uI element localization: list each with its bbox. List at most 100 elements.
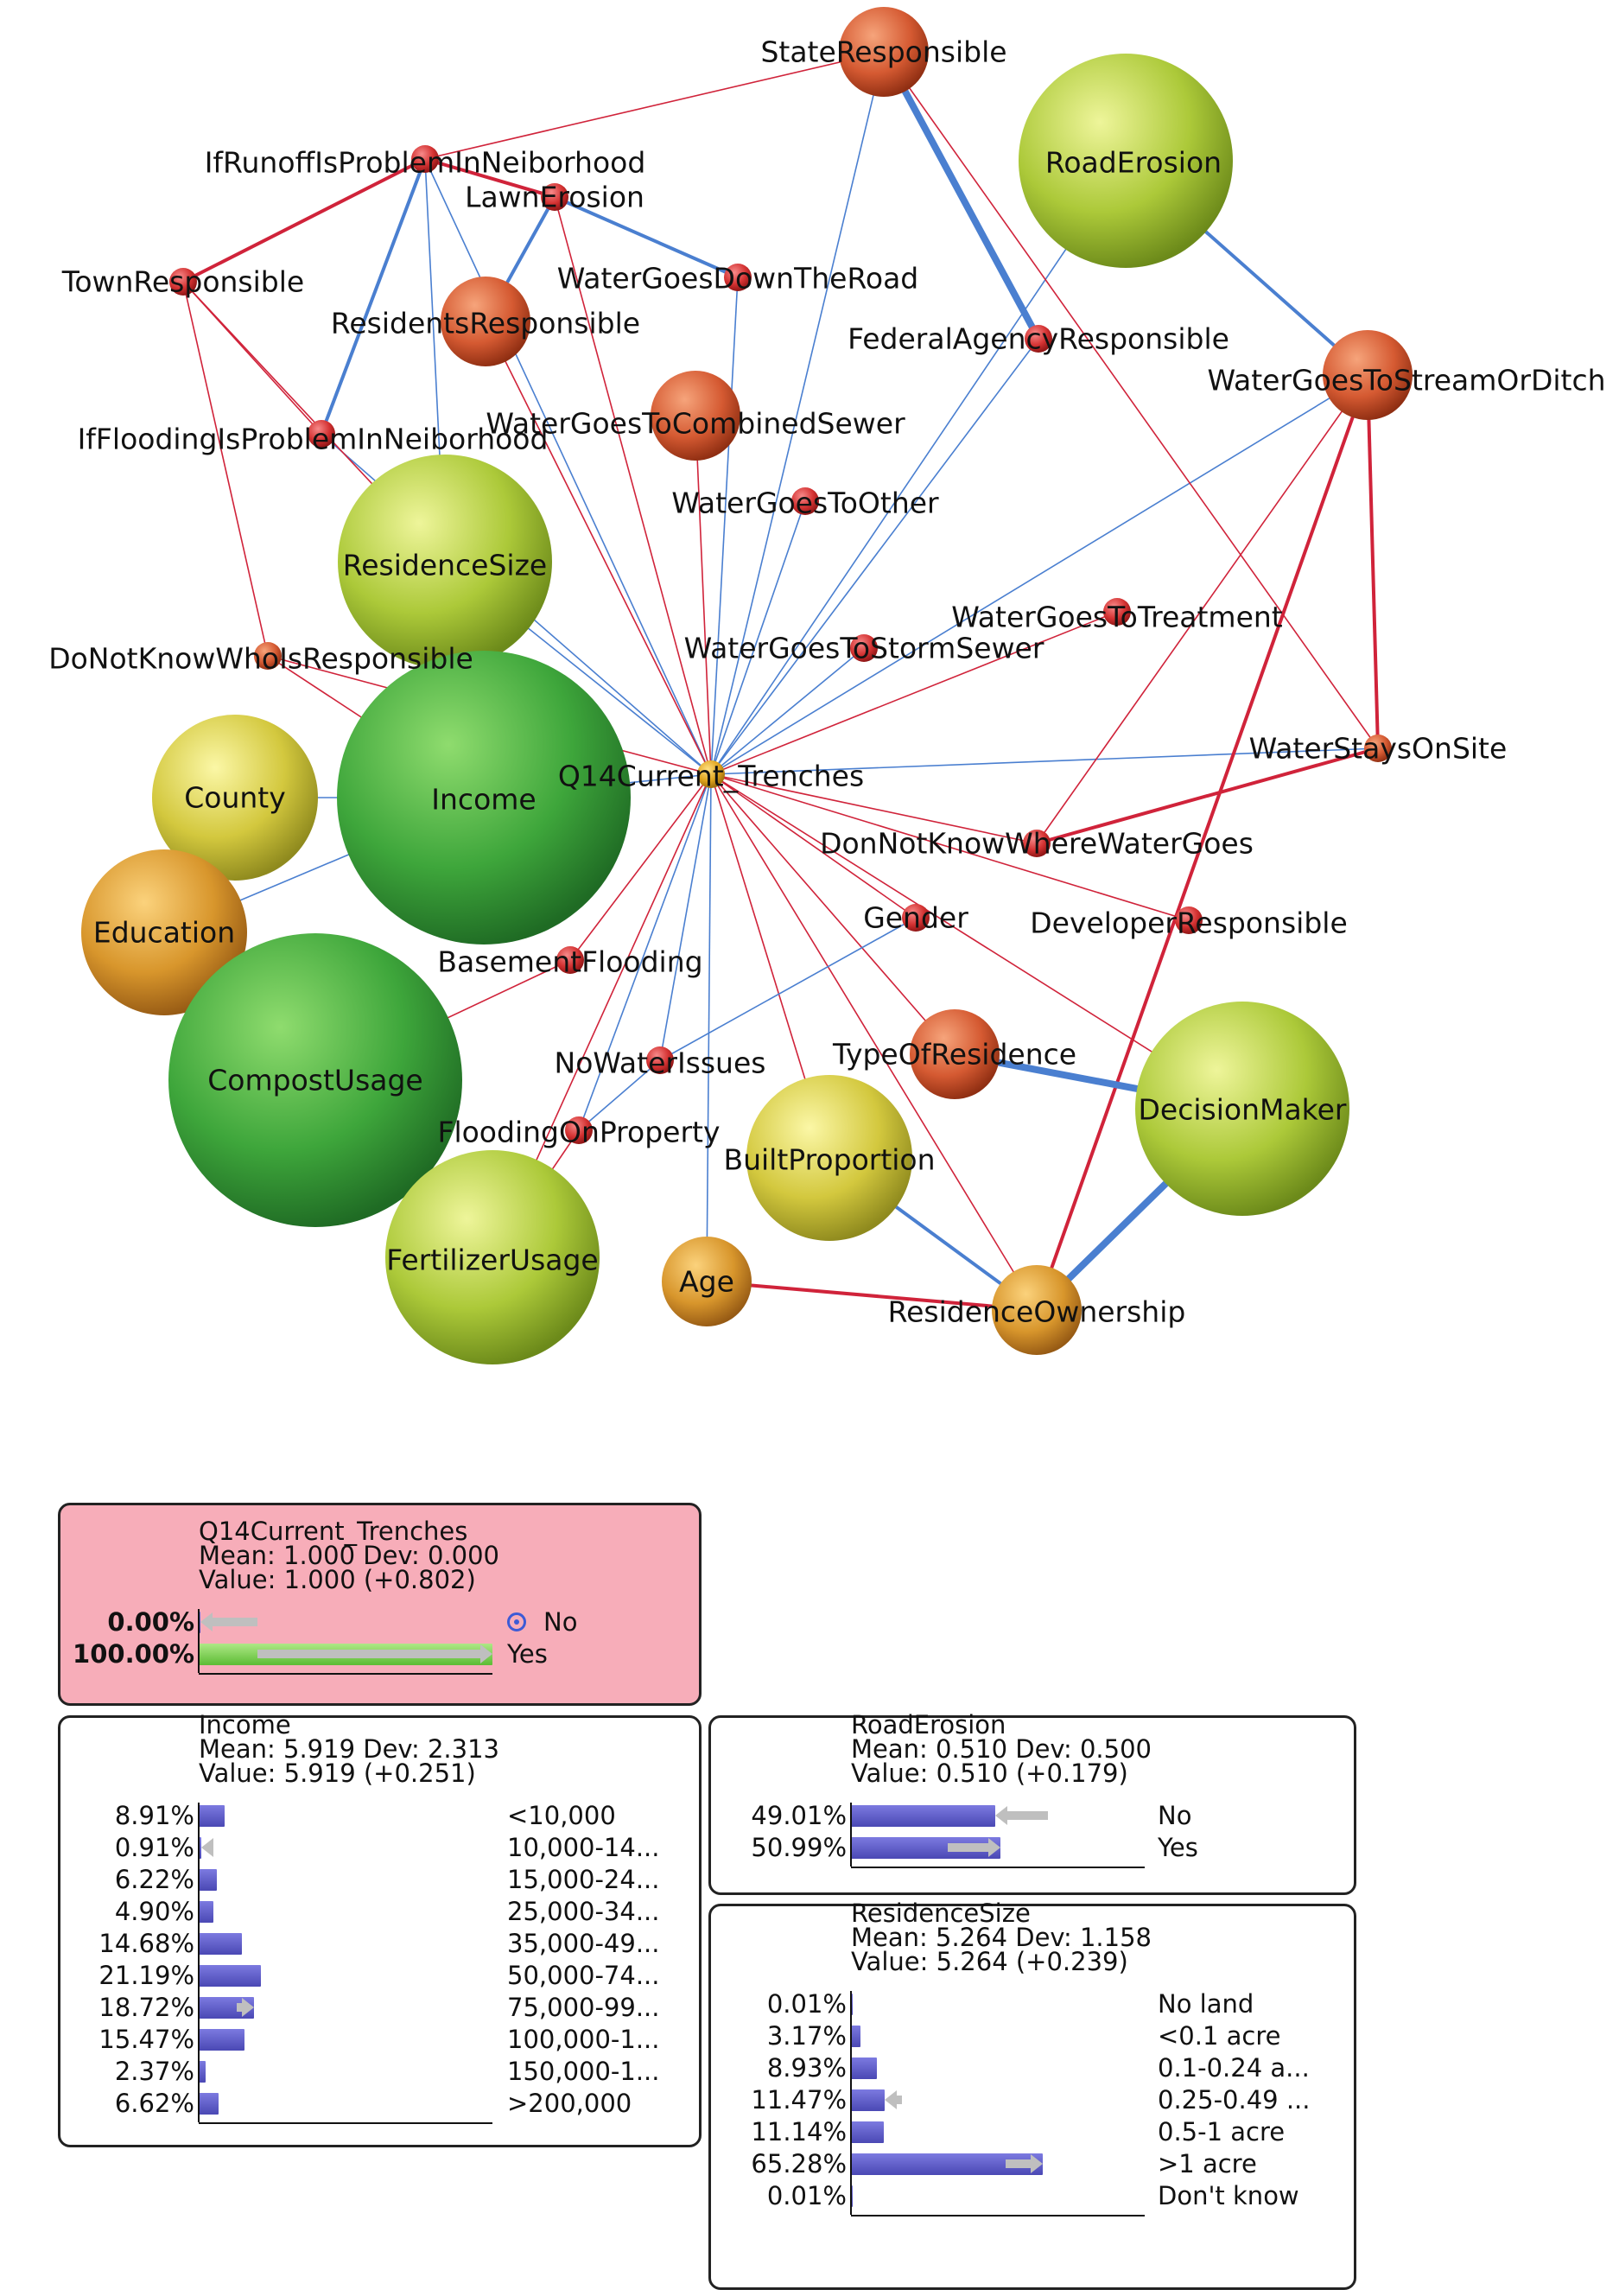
monitor-q14-current-trenches[interactable]	[58, 1503, 702, 1706]
state-bar-1[interactable]	[851, 1833, 1145, 1862]
state-bar-6[interactable]	[851, 2181, 1145, 2210]
prior-shift-arrow	[1006, 2159, 1032, 2168]
node-water-goes-to-storm-sewer[interactable]	[850, 634, 878, 662]
state-bar-0[interactable]	[199, 1801, 492, 1830]
edge-if-runoff-is-problem-in-neiborhood-if-flooding-is-problem-in-neiborhood	[320, 158, 427, 435]
state-bar-3[interactable]	[199, 1897, 492, 1926]
edge-q14-current-trenches-water-goes-to-stream-or-ditch	[710, 374, 1368, 775]
node-income[interactable]	[337, 651, 631, 944]
node-residence-ownership[interactable]	[992, 1265, 1082, 1355]
prior-shift-arrow	[237, 2003, 244, 2012]
edge-q14-current-trenches-residence-ownership	[710, 773, 1038, 1311]
edge-q14-current-trenches-water-goes-down-the-road	[710, 277, 739, 775]
node-label-state-responsible: StateResponsible	[760, 35, 1006, 69]
state-bar-7[interactable]	[199, 2025, 492, 2054]
node-don-not-know-where-water-goes[interactable]	[1023, 830, 1051, 857]
node-residence-size[interactable]	[338, 455, 552, 669]
state-probability: 3.17%	[766, 2021, 847, 2051]
edge-q14-current-trenches-road-erosion	[710, 160, 1127, 775]
node-town-responsible[interactable]	[169, 268, 197, 296]
state-label: 10,000-14...	[507, 1833, 660, 1862]
monitor-value: Value: 5.919 (+0.251)	[199, 1759, 476, 1788]
node-federal-agency-responsible[interactable]	[1025, 325, 1052, 353]
node-lawn-erosion[interactable]	[541, 183, 568, 211]
node-no-water-issues[interactable]	[646, 1046, 674, 1074]
node-water-goes-down-the-road[interactable]	[724, 264, 752, 291]
node-basement-flooding[interactable]	[556, 946, 584, 974]
prior-shift-arrowhead	[242, 1998, 254, 2017]
node-if-runoff-is-problem-in-neiborhood[interactable]	[411, 145, 439, 173]
node-label-age: Age	[679, 1265, 734, 1299]
node-decision-maker[interactable]	[1135, 1002, 1349, 1216]
target-icon[interactable]	[507, 1612, 526, 1631]
state-bar-1[interactable]	[199, 1639, 492, 1669]
edge-town-responsible-do-not-know-who-is-responsible	[182, 281, 269, 657]
state-bar-5[interactable]	[851, 2149, 1145, 2178]
state-probability: 11.14%	[751, 2117, 847, 2147]
state-bar-5[interactable]	[199, 1961, 492, 1990]
state-bar-1[interactable]	[851, 2021, 1145, 2051]
node-education[interactable]	[81, 849, 247, 1015]
node-age[interactable]	[662, 1237, 752, 1326]
edge-q14-current-trenches-lawn-erosion	[554, 196, 712, 775]
state-bar-1[interactable]	[199, 1833, 492, 1862]
node-type-of-residence[interactable]	[910, 1009, 1000, 1099]
state-bar-0[interactable]	[199, 1607, 492, 1637]
node-label-don-not-know-where-water-goes: DonNotKnowWhereWaterGoes	[820, 827, 1254, 861]
edge-q14-current-trenches-no-water-issues	[659, 773, 712, 1061]
monitor-mean: Mean: 1.000 Dev: 0.000	[199, 1541, 499, 1570]
state-bar-6[interactable]	[199, 1993, 492, 2022]
state-bar-2[interactable]	[851, 2053, 1145, 2083]
node-gender[interactable]	[902, 904, 930, 932]
state-bar-0[interactable]	[851, 1989, 1145, 2019]
node-state-responsible[interactable]	[839, 7, 929, 97]
node-label-if-flooding-is-problem-in-neiborhood: IfFloodingIsProblemInNeiborhood	[78, 423, 549, 456]
node-water-goes-to-stream-or-ditch[interactable]	[1323, 330, 1413, 420]
node-compost-usage[interactable]	[168, 933, 462, 1227]
state-bar-4[interactable]	[851, 2117, 1145, 2147]
node-county[interactable]	[152, 715, 318, 881]
state-bar-4[interactable]	[199, 1929, 492, 1958]
state-probability: 65.28%	[751, 2149, 847, 2178]
node-water-stays-on-site[interactable]	[1364, 735, 1392, 762]
node-developer-responsible[interactable]	[1175, 906, 1203, 934]
monitor-road-erosion[interactable]	[708, 1715, 1356, 1895]
state-bar-0[interactable]	[851, 1801, 1145, 1830]
probability-bar	[199, 1612, 200, 1633]
state-bar-8[interactable]	[199, 2057, 492, 2086]
prior-shift-arrow	[257, 1650, 482, 1658]
prior-shift-arrow	[948, 1843, 990, 1852]
node-do-not-know-who-is-responsible[interactable]	[254, 642, 282, 670]
node-q14-current-trenches[interactable]	[697, 760, 725, 788]
bar-axis	[198, 1803, 200, 2122]
state-label: 35,000-49...	[507, 1929, 660, 1958]
state-label: 0.25-0.49 ...	[1158, 2085, 1311, 2115]
node-if-flooding-is-problem-in-neiborhood[interactable]	[308, 420, 335, 448]
monitor-mean: Mean: 5.264 Dev: 1.158	[851, 1923, 1152, 1952]
edge-lawn-erosion-water-goes-down-the-road	[554, 195, 739, 279]
state-bar-3[interactable]	[851, 2085, 1145, 2115]
node-label-if-runoff-is-problem-in-neiborhood: IfRunoffIsProblemInNeiborhood	[205, 146, 646, 180]
monitor-residence-size[interactable]	[708, 1904, 1356, 2290]
probability-bar	[851, 1994, 853, 2015]
node-fertilizer-usage[interactable]	[385, 1150, 600, 1364]
state-bar-9[interactable]	[199, 2089, 492, 2118]
state-label: No	[1158, 1801, 1192, 1830]
node-road-erosion[interactable]	[1019, 54, 1233, 268]
edge-if-runoff-is-problem-in-neiborhood-lawn-erosion	[424, 157, 556, 199]
state-label: >200,000	[507, 2089, 632, 2118]
node-built-proportion[interactable]	[746, 1075, 912, 1241]
node-flooding-on-property[interactable]	[565, 1116, 593, 1144]
state-label: <10,000	[507, 1801, 616, 1830]
node-water-goes-to-other[interactable]	[791, 487, 819, 515]
state-bar-2[interactable]	[199, 1865, 492, 1894]
node-residents-responsible[interactable]	[441, 277, 530, 366]
node-label-county: County	[184, 781, 286, 815]
state-label: 50,000-74...	[507, 1961, 660, 1990]
edge-water-stays-on-site-don-not-know-where-water-goes	[1036, 747, 1379, 845]
node-water-goes-to-treatment[interactable]	[1103, 598, 1131, 626]
node-water-goes-to-combined-sewer[interactable]	[651, 371, 740, 461]
monitor-income[interactable]	[58, 1715, 702, 2147]
network-diagram: StateResponsibleRoadErosionIfRunoffIsPro…	[48, 7, 1606, 1364]
state-label: 150,000-1...	[507, 2057, 660, 2086]
